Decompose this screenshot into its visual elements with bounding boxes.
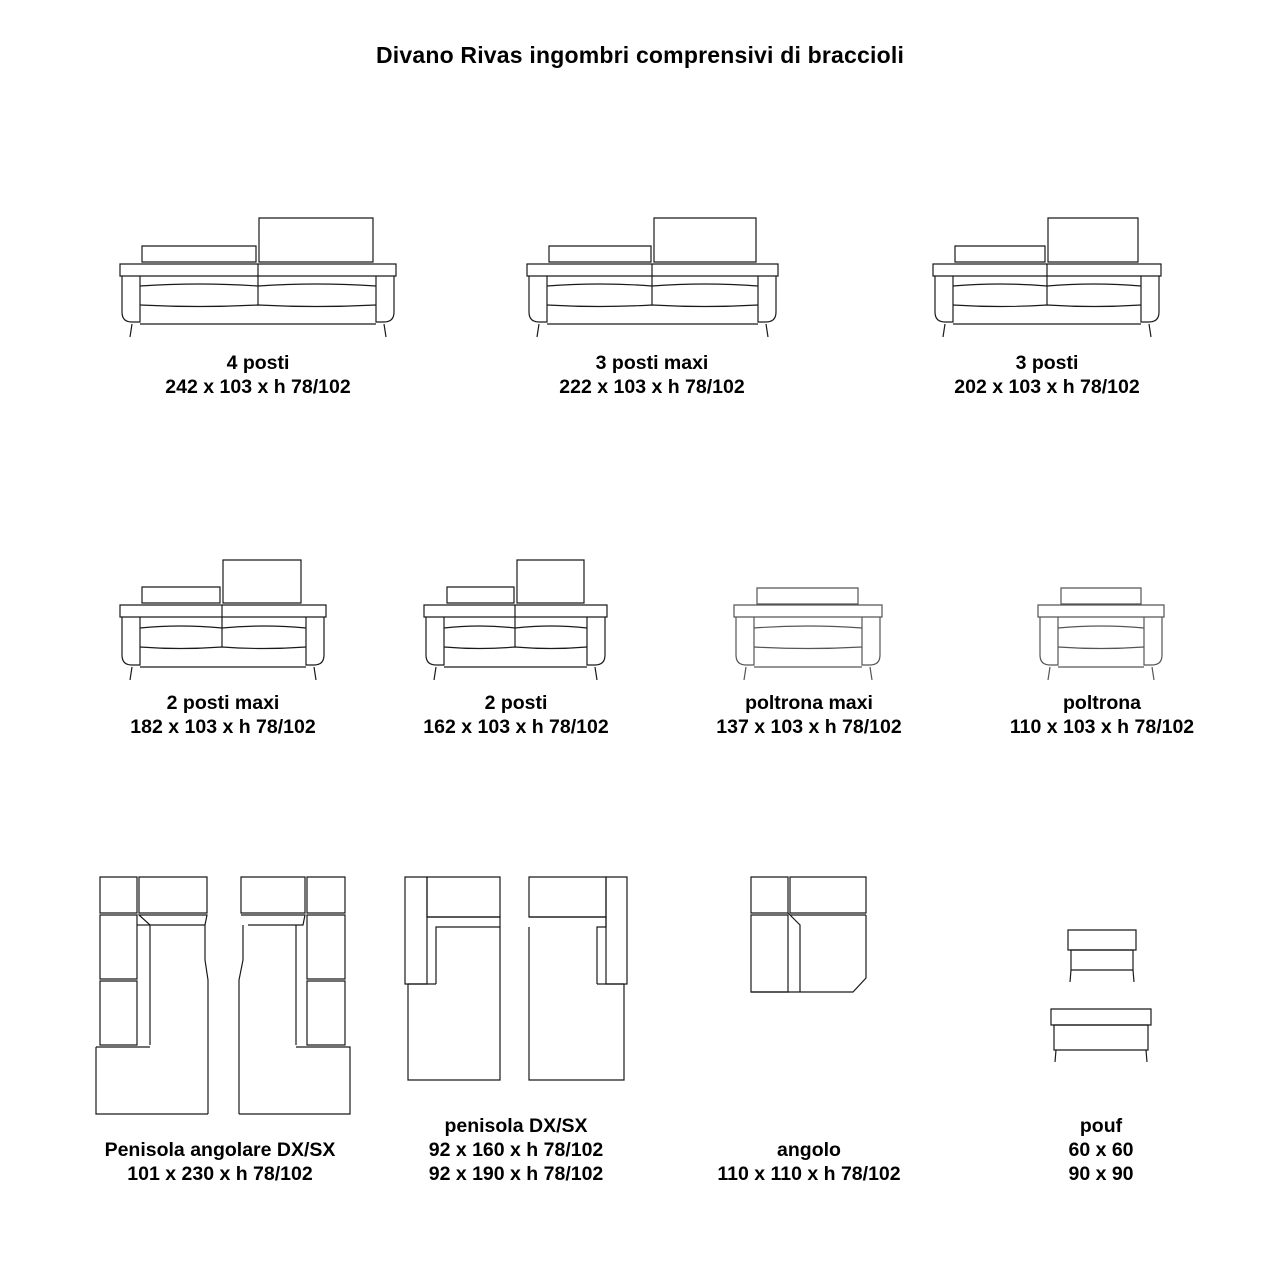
poltrona-front-view xyxy=(1038,588,1164,680)
penisola-sx-top-view xyxy=(405,877,500,1080)
item-name: Penisola angolare DX/SX xyxy=(104,1139,336,1161)
item-dimensions: 60 x 60 xyxy=(1068,1139,1134,1161)
sofa-3-posti-maxi-front-view xyxy=(527,218,778,337)
caption-poltrona-maxi: poltrona maxi 137 x 103 x h 78/102 xyxy=(669,691,949,739)
item-dimensions: 92 x 160 x h 78/102 xyxy=(428,1139,604,1161)
poltrona-maxi-front-view xyxy=(734,588,882,680)
item-name: 3 posti xyxy=(1015,352,1079,374)
item-name: 3 posti maxi xyxy=(595,352,709,374)
item-name: pouf xyxy=(1079,1115,1123,1137)
item-name: 4 posti xyxy=(226,352,290,374)
sofa-4-posti-front-view xyxy=(120,218,396,337)
caption-3-posti: 3 posti 202 x 103 x h 78/102 xyxy=(907,351,1187,399)
penisola-angolare-sx-top-view xyxy=(96,877,208,1114)
caption-2-posti-maxi: 2 posti maxi 182 x 103 x h 78/102 xyxy=(83,691,363,739)
pouf-60-front-view xyxy=(1068,930,1136,982)
caption-penisola: penisola DX/SX 92 x 160 x h 78/102 92 x … xyxy=(376,1114,656,1186)
item-name: poltrona maxi xyxy=(745,692,873,714)
caption-penisola-angolare: Penisola angolare DX/SX 101 x 230 x h 78… xyxy=(70,1138,370,1186)
caption-angolo: angolo 110 x 110 x h 78/102 xyxy=(669,1138,949,1186)
penisola-dx-top-view xyxy=(529,877,627,1080)
page-title: Divano Rivas ingombri comprensivi di bra… xyxy=(375,42,905,68)
item-dimensions: 222 x 103 x h 78/102 xyxy=(559,376,745,398)
item-dimensions: 202 x 103 x h 78/102 xyxy=(954,376,1140,398)
sofa-2-posti-front-view xyxy=(424,560,607,680)
angolo-top-view xyxy=(751,877,866,992)
item-dimensions: 92 x 190 x h 78/102 xyxy=(428,1163,604,1185)
caption-3-posti-maxi: 3 posti maxi 222 x 103 x h 78/102 xyxy=(512,351,792,399)
item-dimensions: 162 x 103 x h 78/102 xyxy=(423,716,609,738)
penisola-angolare-dx-top-view xyxy=(239,877,350,1114)
item-dimensions: 137 x 103 x h 78/102 xyxy=(716,716,902,738)
sofa-3-posti-front-view xyxy=(933,218,1161,337)
item-dimensions: 90 x 90 xyxy=(1068,1163,1134,1185)
item-name: penisola DX/SX xyxy=(444,1115,588,1137)
sofa-2-posti-maxi-front-view xyxy=(120,560,326,680)
item-dimensions: 101 x 230 x h 78/102 xyxy=(127,1163,313,1185)
item-dimensions: 242 x 103 x h 78/102 xyxy=(165,376,351,398)
item-dimensions: 110 x 110 x h 78/102 xyxy=(717,1163,901,1185)
item-dimensions: 110 x 103 x h 78/102 xyxy=(1009,716,1195,738)
item-name: angolo xyxy=(777,1139,841,1161)
caption-poltrona: poltrona 110 x 103 x h 78/102 xyxy=(962,691,1242,739)
item-dimensions: 182 x 103 x h 78/102 xyxy=(130,716,316,738)
item-name: 2 posti xyxy=(484,692,548,714)
item-name: poltrona xyxy=(1063,692,1141,714)
pouf-90-front-view xyxy=(1051,1009,1151,1062)
caption-pouf: pouf 60 x 60 90 x 90 xyxy=(1001,1114,1201,1186)
caption-4-posti: 4 posti 242 x 103 x h 78/102 xyxy=(118,351,398,399)
caption-2-posti: 2 posti 162 x 103 x h 78/102 xyxy=(376,691,656,739)
item-name: 2 posti maxi xyxy=(166,692,280,714)
